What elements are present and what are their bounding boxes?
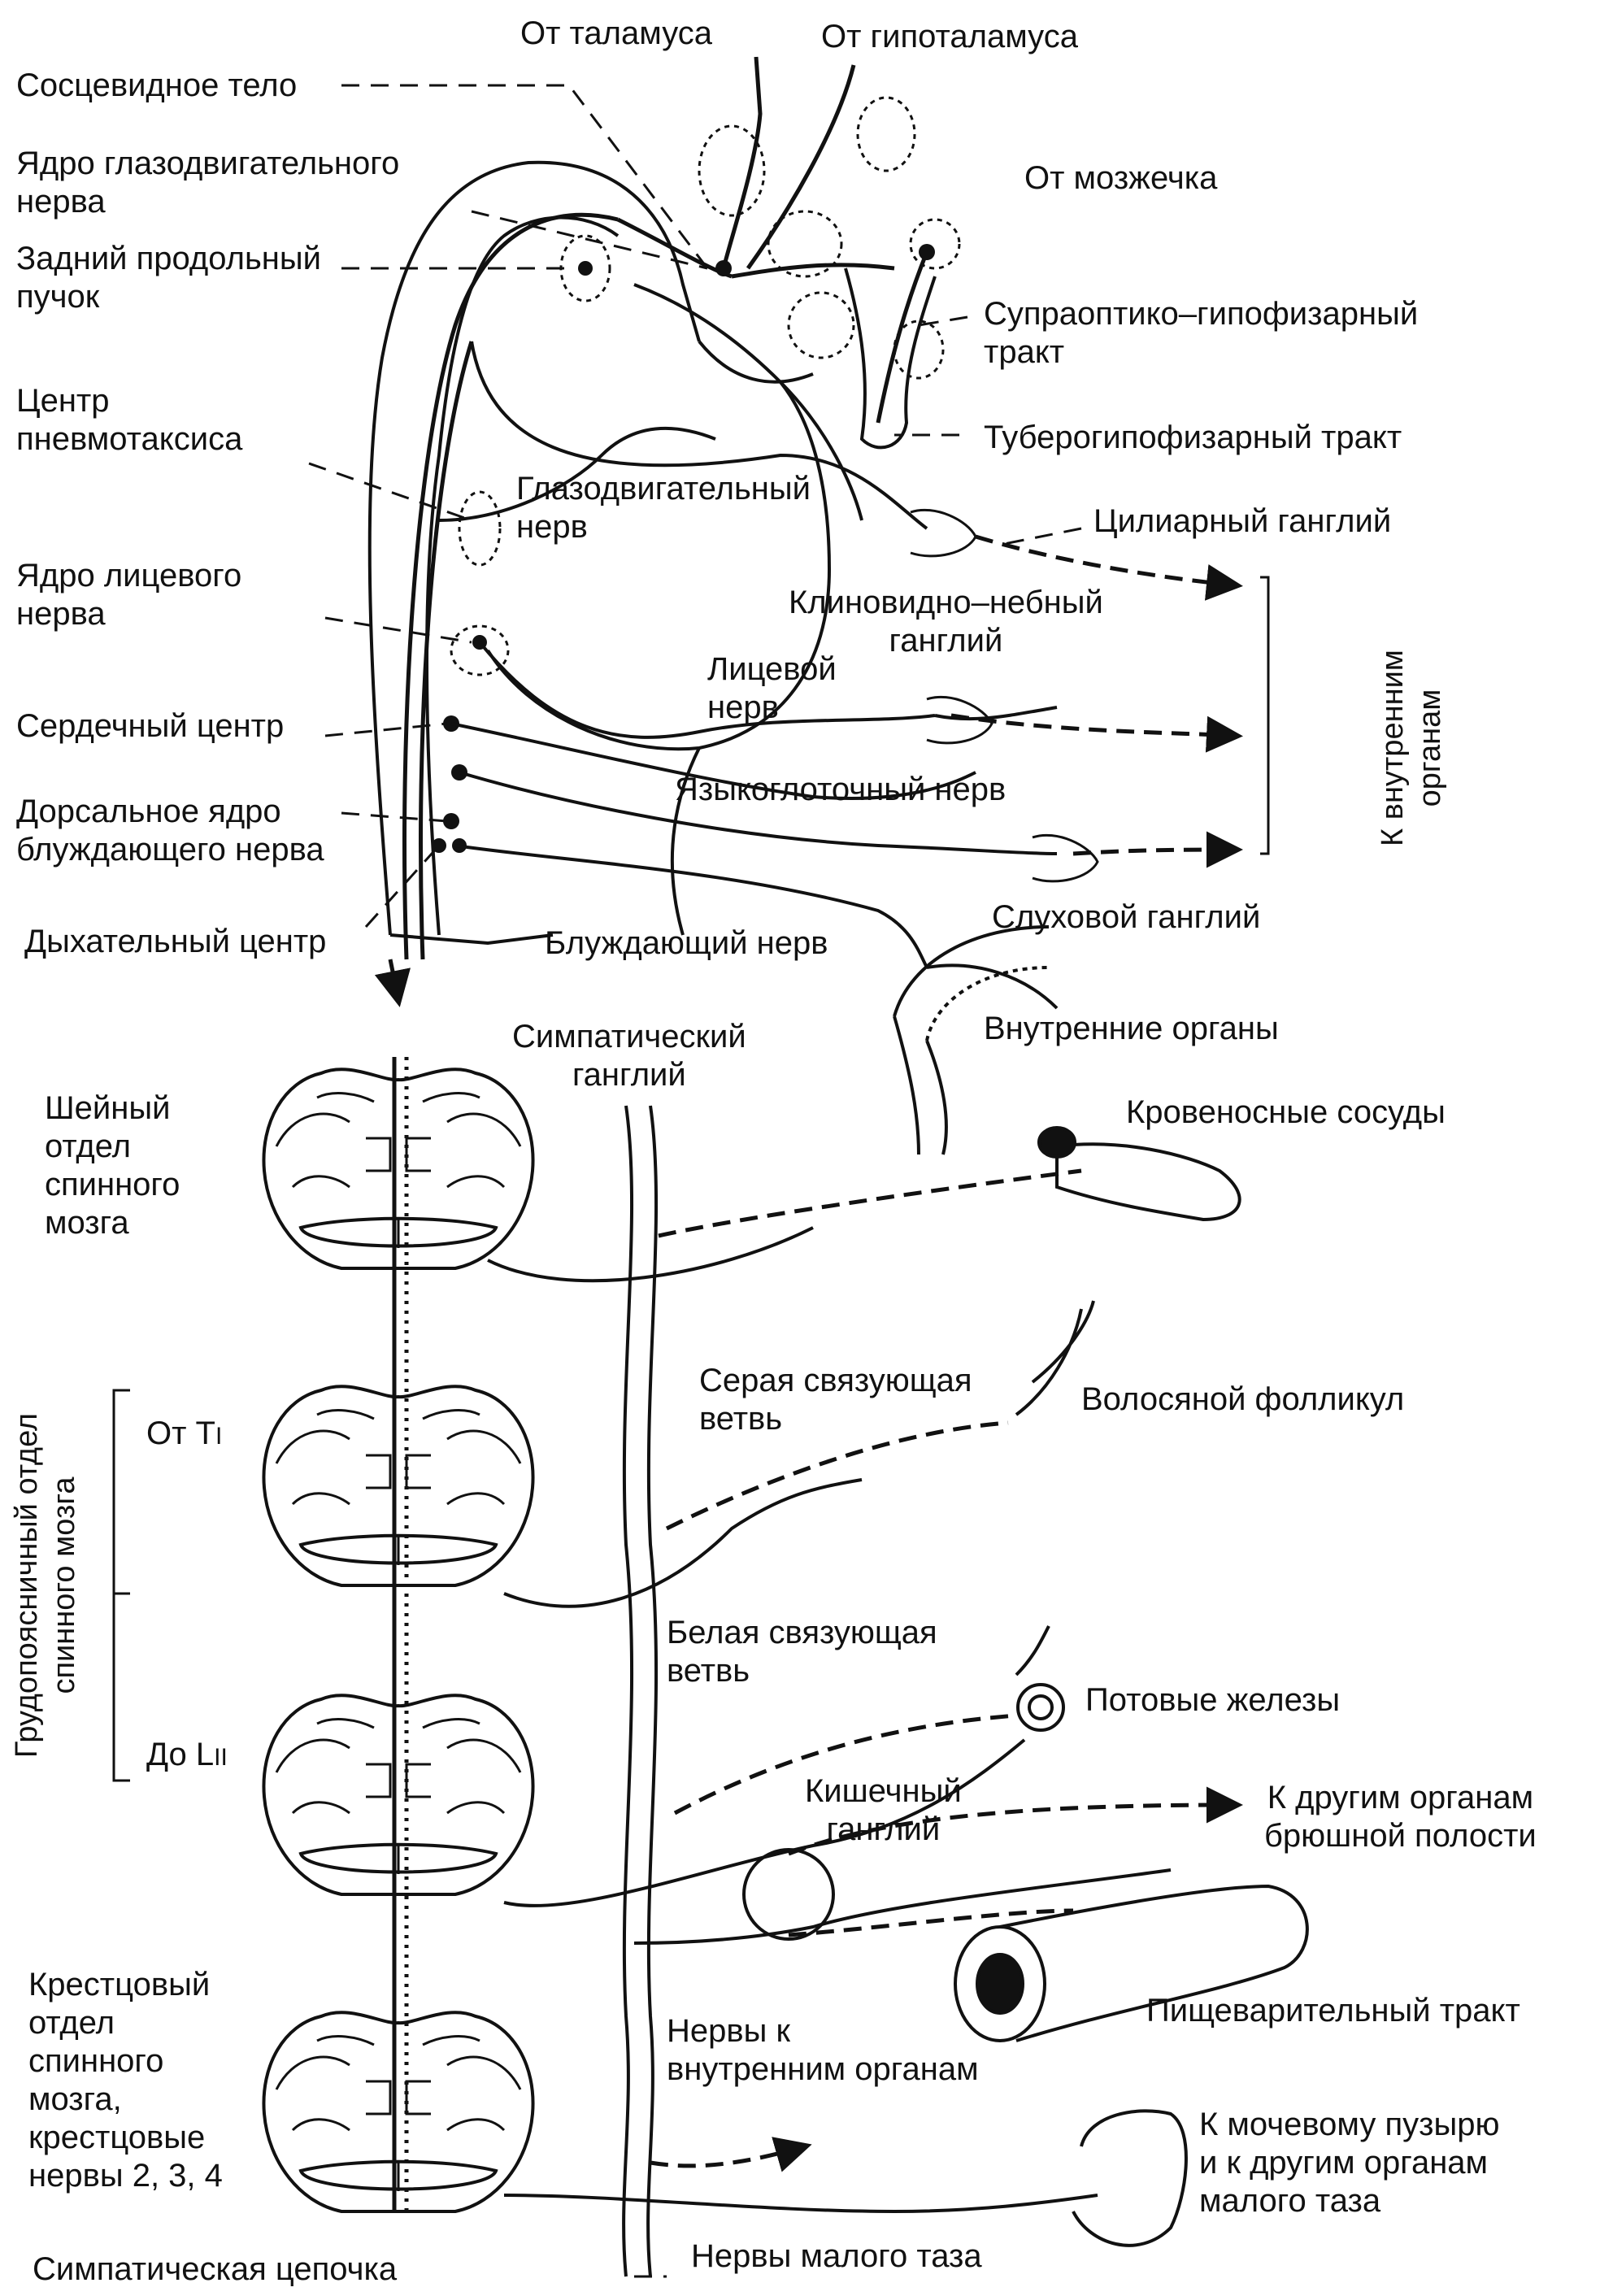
- label-white-ramus: Белая связующая ветвь: [667, 1615, 937, 1689]
- label-supraoptic-tract: Супраоптико–гипофизарный тракт: [984, 296, 1419, 370]
- label-hair-follicle: Волосяной фолликул: [1081, 1381, 1405, 1417]
- brain-outline: [367, 160, 863, 946]
- label-pelvic-nerves: Нервы малого таза: [691, 2238, 982, 2274]
- label-pneumotaxic-center: Центр пневмотаксиса: [16, 383, 243, 457]
- label-vagus-nerve: Блуждающий нерв: [545, 925, 828, 961]
- label-sympathetic-chain: Симпатическая цепочка: [33, 2251, 398, 2287]
- pituitary-stalk: [844, 267, 937, 450]
- label-cardiac-center: Сердечный центр: [16, 708, 285, 744]
- label-thoracolumbar-cord: Грудопоясничный отдел спинного мозга: [10, 1412, 81, 1759]
- label-oculomotor-nerve: Глазодвигательный нерв: [516, 471, 811, 545]
- internal-organ-vagus: [893, 925, 1050, 1041]
- label-sweat-glands: Потовые железы: [1085, 1682, 1341, 1718]
- thoracolumbar-bracket: [112, 1389, 130, 1782]
- postganglionic-periphery: [650, 1168, 1243, 2172]
- label-facial-nerve: Лицевой нерв: [707, 651, 837, 725]
- label-mammillary-body: Сосцевидное тело: [16, 67, 298, 103]
- sympathetic-chain-trunk: [622, 1105, 659, 2277]
- spinal-cord-connections: [374, 959, 411, 2211]
- cranial-nerves: [450, 341, 1059, 1010]
- label-pterygopalatine-ganglion: Клиновидно–небный ганглий: [789, 585, 1103, 659]
- label-to-l2-main: До L: [146, 1737, 215, 1772]
- label-hypothalamus: От гипоталамуса: [821, 19, 1078, 54]
- label-nerves-internal-organs: Нервы к внутренним органам: [667, 2013, 979, 2087]
- label-other-abdominal-organs: К другим органам брюшной полости: [1264, 1780, 1537, 1854]
- label-posterior-fasciculus: Задний продольный пучок: [16, 241, 321, 315]
- label-blood-vessels: Кровеносные сосуды: [1126, 1094, 1446, 1130]
- label-otic-ganglion: Слуховой ганглий: [992, 899, 1261, 935]
- label-from-t1: От ТI: [146, 1415, 222, 1455]
- organs: [742, 1015, 1309, 2247]
- label-respiratory-center: Дыхательный центр: [24, 924, 327, 959]
- postganglionic-paths: [950, 534, 1243, 868]
- spinal-cord-sections: [262, 1068, 535, 2213]
- label-cervical-spinal-cord: Шейный отдел спинного мозга: [45, 1090, 180, 1241]
- label-to-l2: До LII: [146, 1736, 228, 1776]
- label-to-l2-subscript: II: [214, 1744, 228, 1771]
- label-from-t1-subscript: I: [215, 1423, 223, 1450]
- ganglia: [910, 508, 1099, 883]
- label-facial-nucleus: Ядро лицевого нерва: [16, 558, 242, 632]
- bracket-internal-organs: [1260, 576, 1270, 855]
- label-bladder-pelvic-organs: К мочевому пузырю и к другим органам мал…: [1199, 2107, 1500, 2219]
- label-gray-ramus: Серая связующая ветвь: [699, 1363, 972, 1437]
- label-vagus-dorsal-nucleus: Дорсальное ядро блуждающего нерва: [16, 794, 324, 868]
- label-tuberohypophyseal-tract: Туберогипофизарный тракт: [984, 420, 1402, 455]
- label-cerebellum: От мозжечка: [1024, 160, 1218, 196]
- label-sympathetic-ganglion: Симпатический ганглий: [512, 1019, 746, 1093]
- peripheral-nerves: [487, 1226, 1172, 2214]
- label-oculomotor-nucleus: Ядро глазодвигательного нерва: [16, 146, 400, 220]
- label-to-internal-organs: К внутренним органам: [1376, 650, 1447, 846]
- label-from-t1-main: От Т: [146, 1415, 215, 1451]
- descending-tracts: [402, 56, 929, 960]
- label-ciliary-ganglion: Цилиарный ганглий: [1093, 503, 1392, 539]
- label-thalamus: От таламуса: [520, 15, 712, 51]
- label-digestive-tract: Пищеварительный тракт: [1146, 1993, 1520, 2029]
- leader-lines: [308, 84, 1082, 2278]
- label-glossopharyngeal-nerve: Языкоглоточный нерв: [675, 772, 1006, 807]
- label-internal-organs: Внутренние органы: [984, 1011, 1279, 1046]
- label-sacral-cord: Крестцовый отдел спинного мозга, крестцо…: [28, 1967, 223, 2194]
- label-enteric-ganglion: Кишечный ганглий: [805, 1773, 962, 1847]
